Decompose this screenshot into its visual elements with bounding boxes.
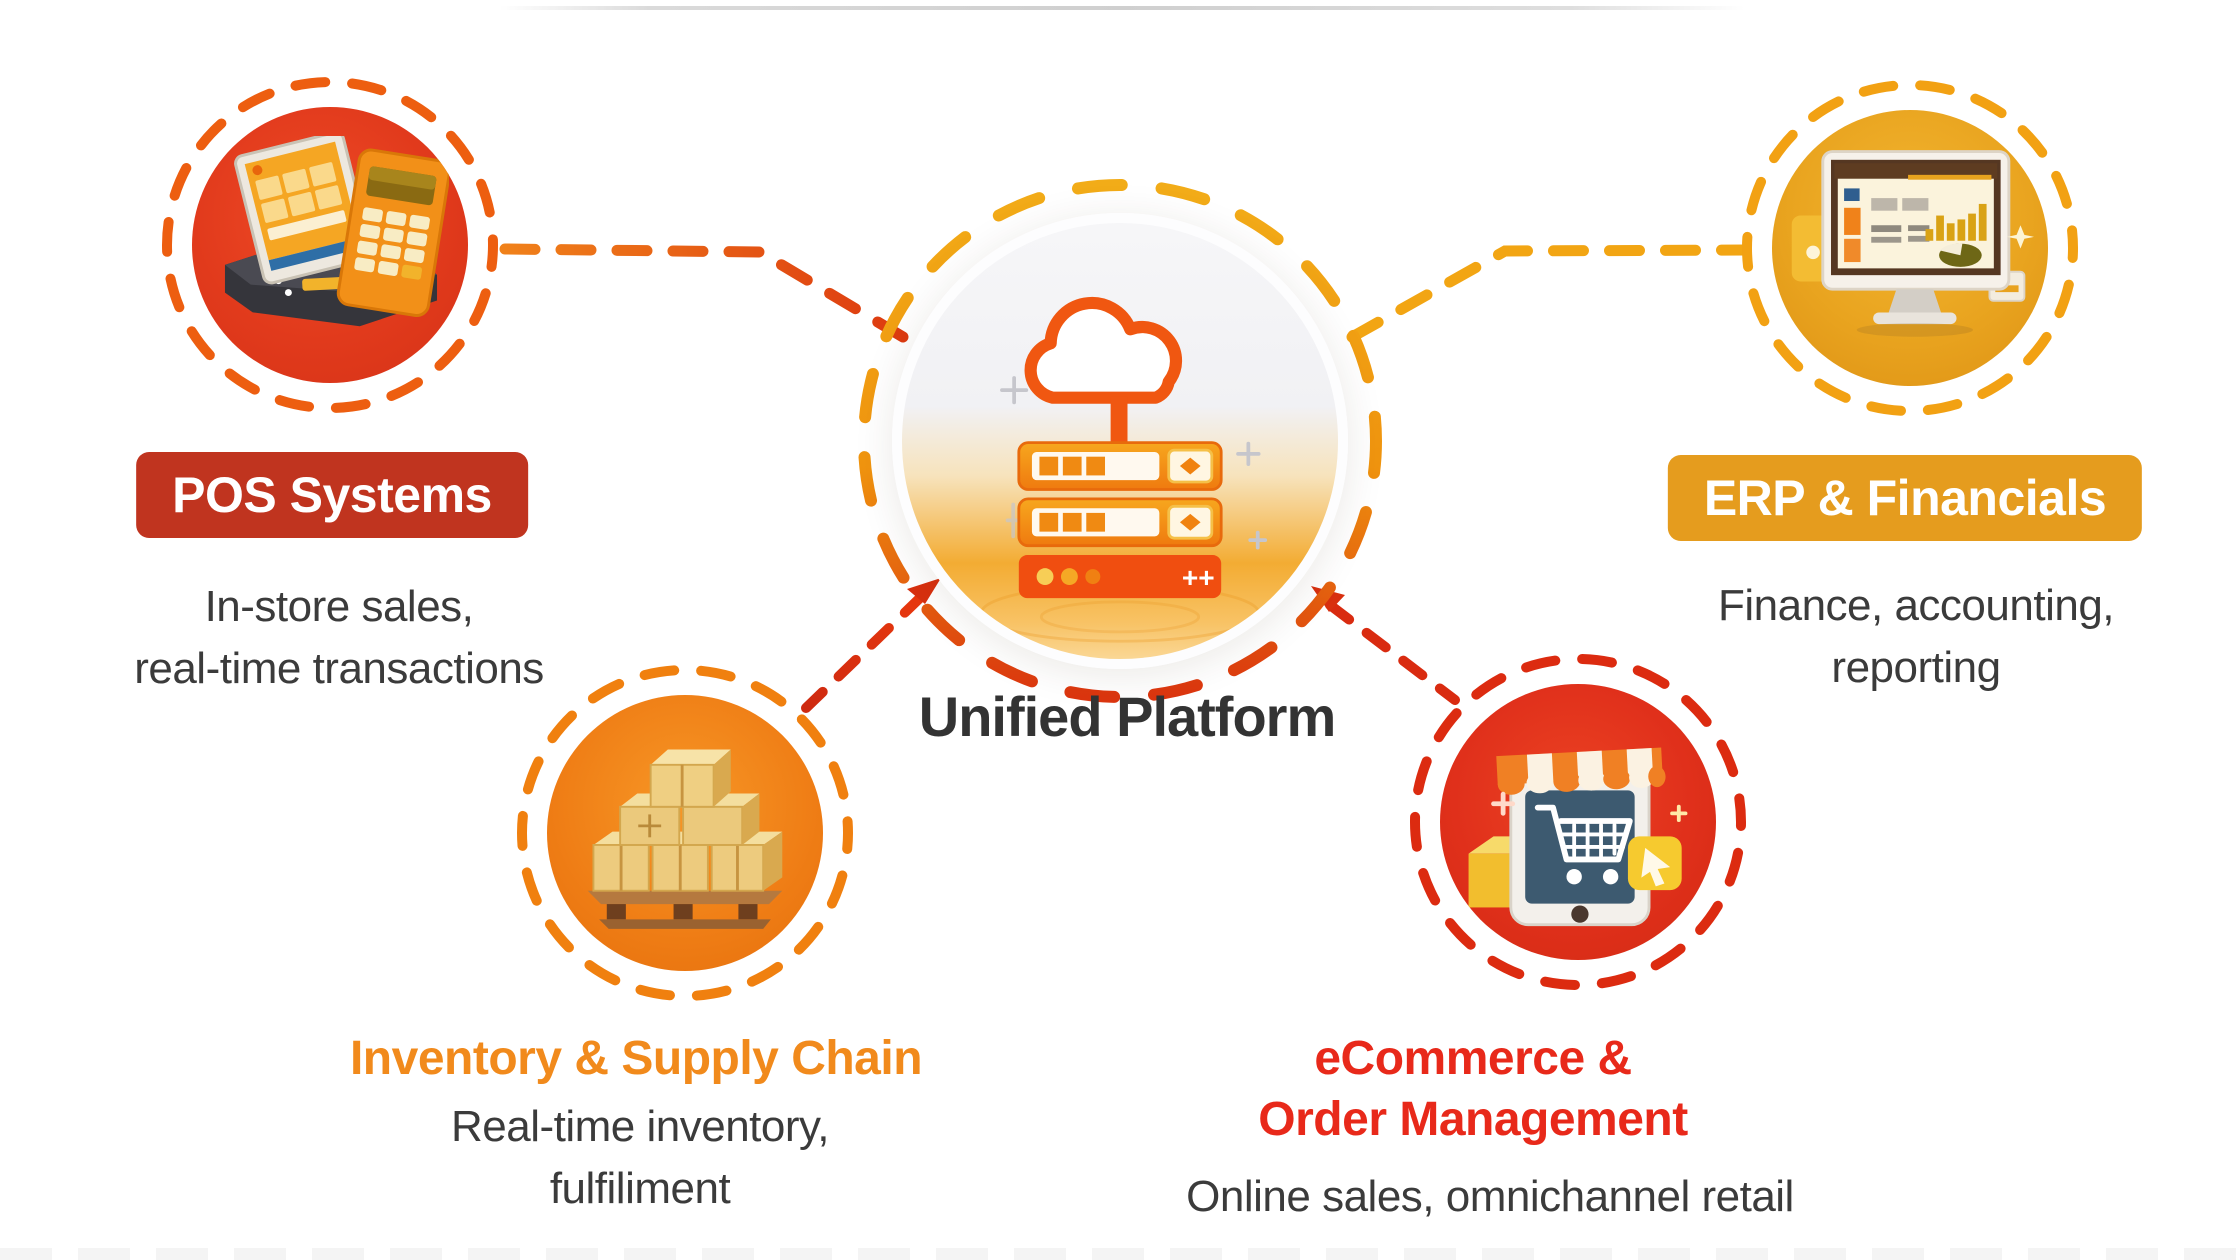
erp-description: Finance, accounting, reporting bbox=[1717, 575, 2115, 699]
inventory-description: Real-time inventory, fulfiliment bbox=[451, 1096, 830, 1220]
cloud-icon bbox=[1024, 296, 1183, 404]
pos-touchscreen bbox=[234, 136, 374, 285]
erp-bar-chart bbox=[1925, 203, 1987, 241]
inventory-dashed-ring bbox=[517, 665, 853, 1001]
connector-center-ecommerce bbox=[1325, 600, 1460, 705]
sparkle-plus-icon bbox=[1491, 791, 1516, 816]
server-row-1 bbox=[1017, 441, 1223, 491]
storefront-awning bbox=[1496, 747, 1666, 795]
cursor-arrow-icon bbox=[1641, 847, 1671, 887]
ecommerce-disc bbox=[1440, 684, 1716, 960]
erp-dashboard-monitor-icon bbox=[1791, 149, 2035, 337]
svg-text:++: ++ bbox=[1182, 562, 1215, 593]
pos-disc bbox=[192, 107, 468, 383]
node-ecommerce bbox=[1406, 650, 1750, 994]
ecommerce-dashed-ring bbox=[1410, 654, 1746, 990]
erp-description-line1: Finance, accounting, bbox=[1717, 581, 2115, 630]
storefront-tablet-icon bbox=[1468, 747, 1688, 927]
pos-card-terminal bbox=[336, 148, 449, 317]
sparkle-small-icon bbox=[1670, 804, 1688, 822]
center-dashed-ring bbox=[858, 179, 1382, 703]
ecommerce-label: eCommerce & Order Management bbox=[1258, 1028, 1688, 1150]
server-row-2 bbox=[1017, 497, 1223, 548]
erp-pie-chart bbox=[1939, 243, 1982, 267]
pos-description: In-store sales, real-time transactions bbox=[134, 576, 544, 700]
pallet-boxes-icon bbox=[587, 749, 783, 929]
erp-label: ERP & Financials bbox=[1667, 455, 2143, 541]
node-pos bbox=[158, 73, 502, 417]
cloud-stem bbox=[1110, 396, 1128, 444]
ecommerce-label-line1: eCommerce & bbox=[1314, 1032, 1632, 1085]
top-shadow-line bbox=[500, 6, 1745, 10]
inventory-description-line1: Real-time inventory, bbox=[451, 1102, 830, 1151]
sparkle-plus-icons bbox=[1000, 376, 1268, 550]
center-node: ++ bbox=[840, 161, 1400, 721]
pos-dashed-ring bbox=[162, 77, 498, 413]
sparkle-icon bbox=[2006, 224, 2035, 248]
connector-pos-center bbox=[499, 243, 909, 343]
server-row-3: ++ bbox=[1018, 555, 1222, 599]
pos-description-line1: In-store sales, bbox=[204, 582, 474, 631]
inventory-label: Inventory & Supply Chain bbox=[349, 1032, 923, 1085]
inventory-description-line2: fulfiliment bbox=[549, 1164, 731, 1213]
pos-description-line2: real-time transactions bbox=[134, 644, 544, 693]
connector-center-erp bbox=[1346, 244, 1752, 343]
erp-description-line2: reporting bbox=[1831, 643, 2001, 692]
shopping-cart-icon bbox=[1534, 804, 1633, 863]
center-title: Unified Platform bbox=[918, 685, 1336, 748]
node-erp bbox=[1738, 76, 2082, 420]
pos-label: POS Systems bbox=[136, 452, 528, 538]
ecommerce-description-line1: Online sales, omnichannel retail bbox=[1186, 1172, 1794, 1221]
node-inventory bbox=[513, 661, 857, 1005]
connector-center-inventory bbox=[801, 591, 927, 713]
ecommerce-label-line2: Order Management bbox=[1258, 1093, 1688, 1146]
ecommerce-description: Online sales, omnichannel retail bbox=[1186, 1166, 1794, 1228]
center-disc: ++ bbox=[892, 213, 1348, 669]
arrowhead-to-center-left bbox=[907, 578, 941, 604]
bottom-filmstrip-decor bbox=[0, 1248, 2240, 1260]
inventory-disc bbox=[547, 695, 823, 971]
cloud-server-icon: ++ bbox=[979, 296, 1268, 643]
erp-disc bbox=[1772, 110, 2048, 386]
pos-terminal-icon bbox=[224, 136, 449, 327]
erp-dashed-ring bbox=[1742, 80, 2078, 416]
